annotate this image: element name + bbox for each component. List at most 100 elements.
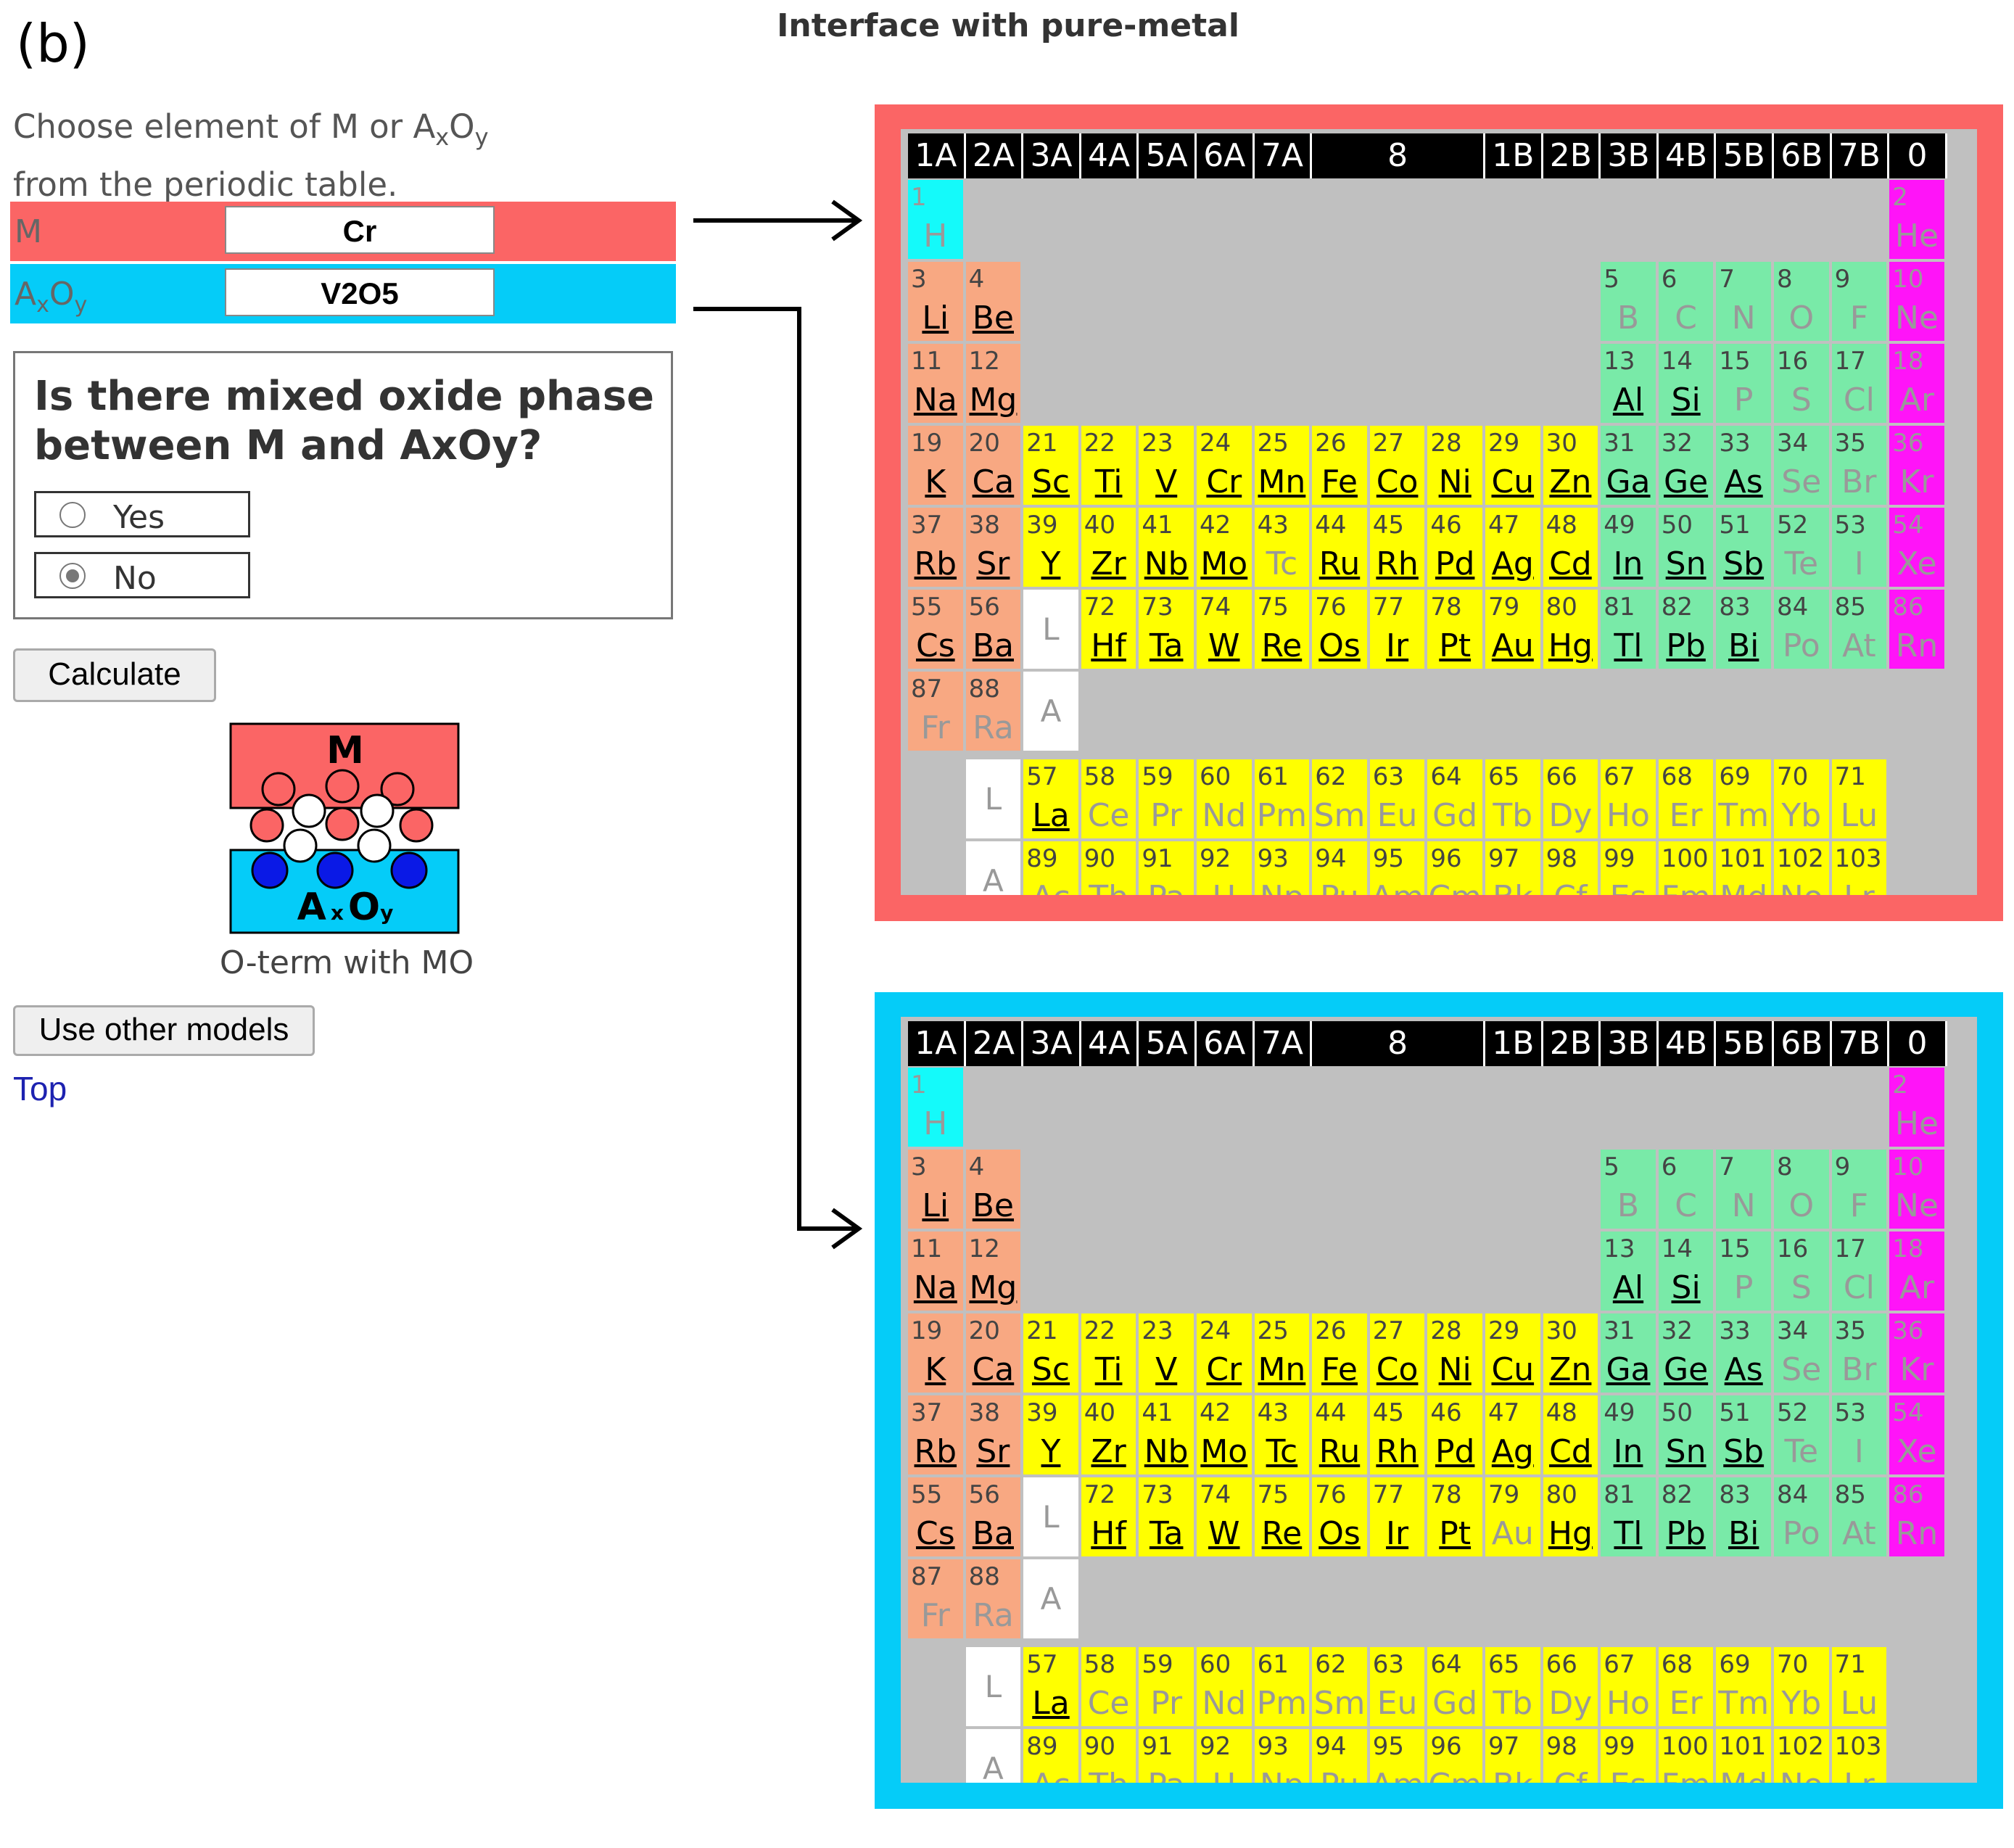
radio-no[interactable]: No	[34, 552, 250, 598]
radio-yes-circle[interactable]	[59, 502, 86, 528]
calculate-button[interactable]: Calculate	[13, 648, 216, 702]
axoy-oxide-field[interactable]: V2O5	[225, 268, 495, 316]
m-element-field[interactable]: Cr	[225, 206, 495, 254]
use-other-models-button[interactable]: Use other models	[13, 1005, 315, 1056]
